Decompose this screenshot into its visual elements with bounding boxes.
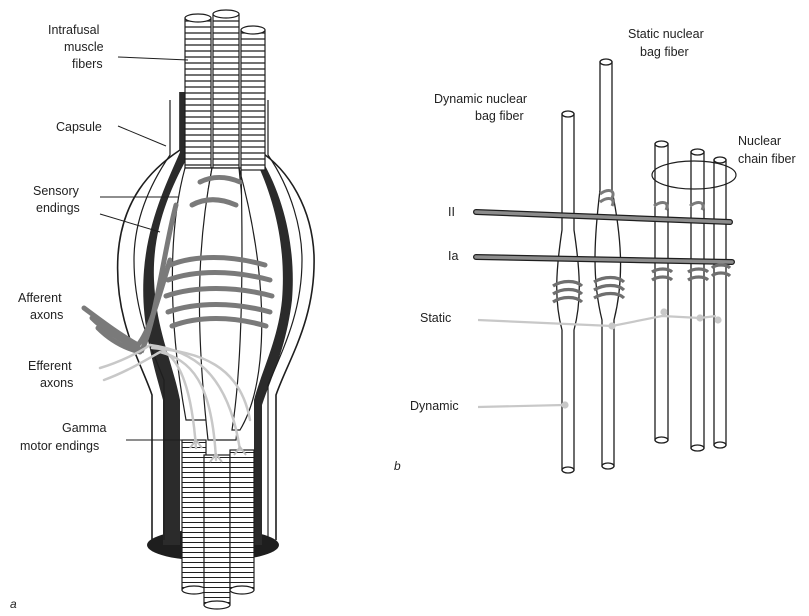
label-intrafusal-1: Intrafusal bbox=[48, 23, 99, 37]
panel-a-diagram: Intrafusal muscle fibers Capsule Sensory… bbox=[10, 10, 314, 611]
label-capsule: Capsule bbox=[56, 120, 102, 134]
panel-a-label: a bbox=[10, 597, 17, 611]
label-intrafusal-2: muscle bbox=[64, 40, 104, 54]
label-intrafusal-3: fibers bbox=[72, 57, 103, 71]
panel-b-label: b bbox=[394, 459, 401, 473]
label-gamma-2: motor endings bbox=[20, 439, 99, 453]
label-dynamic-bag-1: Dynamic nuclear bbox=[434, 92, 527, 106]
dynamic-efferent bbox=[478, 403, 568, 408]
label-static: Static bbox=[420, 311, 451, 325]
label-dynamic: Dynamic bbox=[410, 399, 459, 413]
label-static-bag-2: bag fiber bbox=[640, 45, 689, 59]
static-efferent bbox=[478, 310, 721, 329]
label-sensory-2: endings bbox=[36, 201, 80, 215]
label-sensory-1: Sensory bbox=[33, 184, 80, 198]
label-chain-1: Nuclear bbox=[738, 134, 781, 148]
panel-b-diagram: Static nuclear bag fiber Dynamic nuclear… bbox=[394, 27, 796, 473]
label-efferent-2: axons bbox=[40, 376, 73, 390]
label-dynamic-bag-2: bag fiber bbox=[475, 109, 524, 123]
label-efferent-1: Efferent bbox=[28, 359, 72, 373]
label-ii: II bbox=[448, 205, 455, 219]
label-static-bag-1: Static nuclear bbox=[628, 27, 704, 41]
label-gamma-1: Gamma bbox=[62, 421, 107, 435]
label-chain-2: chain fiber bbox=[738, 152, 796, 166]
label-afferent-1: Afferent bbox=[18, 291, 62, 305]
label-ia: Ia bbox=[448, 249, 458, 263]
static-bag-fiber bbox=[595, 59, 621, 469]
label-afferent-2: axons bbox=[30, 308, 63, 322]
afferent-axons bbox=[84, 205, 176, 352]
